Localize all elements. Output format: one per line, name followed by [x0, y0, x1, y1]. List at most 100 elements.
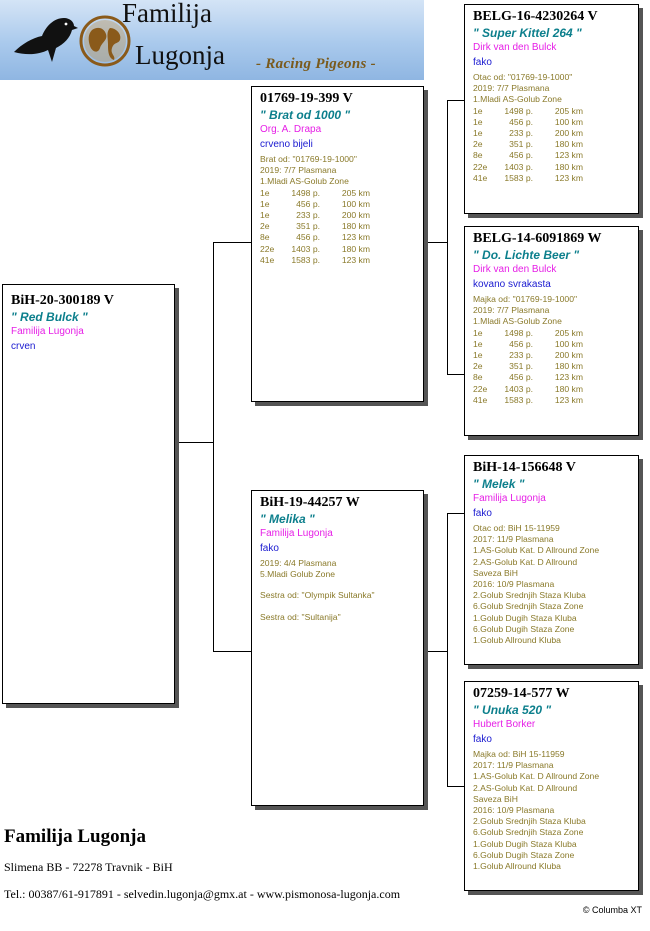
- info-line: Majka od: BiH 15-11959: [473, 749, 565, 759]
- info-block: 2019: 4/4 Plasmana 5.Mladi Golub Zone Se…: [260, 558, 415, 623]
- pigeon-color: fako: [260, 543, 279, 554]
- info-line: Otac od: BiH 15-11959: [473, 523, 560, 533]
- pigeon-logo-icon: [14, 18, 78, 62]
- pigeon-name: " Unuka 520 ": [473, 703, 552, 717]
- breeder-name: Hubert Borker: [473, 719, 536, 730]
- connector-line: [425, 242, 447, 243]
- connector-line: [447, 374, 464, 375]
- pigeon-name: " Melika ": [260, 512, 315, 526]
- ring-number: 01769-19-399 V: [260, 91, 353, 106]
- pigeon-color: kovano svrakasta: [473, 279, 551, 290]
- pigeon-card-dam[interactable]: BiH-19-44257 W " Melika " Familija Lugon…: [251, 490, 424, 806]
- info-block: Otac od: "01769-19-1000" 2019: 7/7 Plasm…: [473, 72, 630, 106]
- pigeon-name: " Do. Lichte Beer ": [473, 248, 580, 262]
- info-line: 1.AS-Golub Kat. D Allround Zone: [473, 771, 600, 782]
- info-line: 2.Golub Srednjih Staza Kluba: [473, 590, 586, 601]
- connector-line: [447, 100, 448, 374]
- info-line: 1.Mladi AS-Golub Zone: [260, 176, 349, 187]
- info-line: 6.Golub Srednjih Staza Zone: [473, 827, 584, 838]
- info-line: 1.AS-Golub Kat. D Allround Zone: [473, 545, 600, 556]
- pigeon-color: fako: [473, 57, 492, 68]
- pigeon-card-dam-dam[interactable]: 07259-14-577 W " Unuka 520 " Hubert Bork…: [464, 681, 639, 891]
- connector-line: [213, 242, 214, 651]
- breeder-name: Org. A. Drapa: [260, 124, 322, 135]
- pigeon-card-sire-dam[interactable]: BELG-14-6091869 W " Do. Lichte Beer " Di…: [464, 226, 639, 436]
- copyright-text: © Columba XT: [582, 905, 642, 915]
- breeder-name: Dirk van den Bulck: [473, 264, 557, 275]
- pigeon-color: fako: [473, 734, 492, 745]
- info-line: 1.Mladi AS-Golub Zone: [473, 94, 562, 105]
- info-line: Otac od: "01769-19-1000": [473, 72, 573, 82]
- pigeon-name: " Brat od 1000 ": [260, 108, 351, 122]
- info-block: Otac od: BiH 15-11959 2017: 11/9 Plasman…: [473, 523, 630, 646]
- info-block: Majka od: BiH 15-11959 2017: 11/9 Plasma…: [473, 749, 630, 872]
- info-line: 2017: 11/9 Plasmana: [473, 760, 554, 771]
- connector-line: [213, 242, 251, 243]
- connector-line: [447, 513, 448, 786]
- info-line: Brat od: "01769-19-1000": [260, 154, 357, 164]
- breeder-name: Familija Lugonja: [473, 493, 546, 504]
- info-line: 6.Golub Srednjih Staza Zone: [473, 601, 584, 612]
- header-title-line1: Familija: [122, 0, 212, 28]
- info-line: 2019: 7/7 Plasmana: [473, 305, 550, 316]
- info-line: 1.Golub Allround Kluba: [473, 861, 561, 872]
- footer-name: Familija Lugonja: [4, 826, 146, 847]
- connector-line: [425, 651, 447, 652]
- info-line: 2016: 10/9 Plasmana: [473, 579, 555, 590]
- ring-number: 07259-14-577 W: [473, 686, 570, 701]
- info-line: 2019: 4/4 Plasmana: [260, 558, 337, 568]
- header-title-line2: Lugonja: [135, 40, 225, 70]
- ring-number: BiH-20-300189 V: [11, 293, 114, 308]
- pigeon-color: crven: [11, 341, 36, 352]
- info-line: 2019: 7/7 Plasmana: [260, 165, 337, 176]
- info-line: Saveza BiH: [473, 567, 518, 578]
- pigeon-card-sire[interactable]: 01769-19-399 V " Brat od 1000 " Org. A. …: [251, 86, 424, 402]
- info-line: Saveza BiH: [473, 793, 518, 804]
- header-subtitle: - Racing Pigeons -: [256, 56, 376, 72]
- ring-number: BiH-14-156648 V: [473, 460, 576, 475]
- info-block: Majka od: "01769-19-1000" 2019: 7/7 Plas…: [473, 294, 630, 328]
- info-line: 1.Golub Allround Kluba: [473, 635, 561, 646]
- connector-line: [447, 100, 464, 101]
- footer-contact: Tel.: 00387/61-917891 - selvedin.lugonja…: [4, 887, 401, 901]
- info-line: 2.AS-Golub Kat. D Allround: [473, 556, 578, 567]
- connector-line: [176, 442, 213, 443]
- info-line: 2017: 11/9 Plasmana: [473, 534, 554, 545]
- info-line: 2016: 10/9 Plasmana: [473, 805, 555, 816]
- pigeon-card-dam-sire[interactable]: BiH-14-156648 V " Melek " Familija Lugon…: [464, 455, 639, 665]
- info-line: 2.AS-Golub Kat. D Allround: [473, 782, 578, 793]
- info-line: 2.Golub Srednjih Staza Kluba: [473, 816, 586, 827]
- globe-logo-icon: [79, 15, 131, 67]
- pigeon-name: " Red Bulck ": [11, 310, 88, 324]
- info-line: 1.Golub Dugih Staza Kluba: [473, 838, 577, 849]
- info-line: 2019: 7/7 Plasmana: [473, 83, 550, 94]
- info-block: Brat od: "01769-19-1000" 2019: 7/7 Plasm…: [260, 154, 415, 188]
- info-line: Majka od: "01769-19-1000": [473, 294, 578, 304]
- info-line: 6.Golub Dugih Staza Zone: [473, 623, 575, 634]
- connector-line: [213, 651, 251, 652]
- footer-address: Slimena BB - 72278 Travnik - BiH: [4, 860, 173, 874]
- pigeon-name: " Melek ": [473, 477, 525, 491]
- pigeon-card-subject[interactable]: BiH-20-300189 V " Red Bulck " Familija L…: [2, 284, 175, 704]
- info-line: 6.Golub Dugih Staza Zone: [473, 849, 575, 860]
- ring-number: BiH-19-44257 W: [260, 495, 360, 510]
- pigeon-card-sire-sire[interactable]: BELG-16-4230264 V " Super Kittel 264 " D…: [464, 4, 639, 214]
